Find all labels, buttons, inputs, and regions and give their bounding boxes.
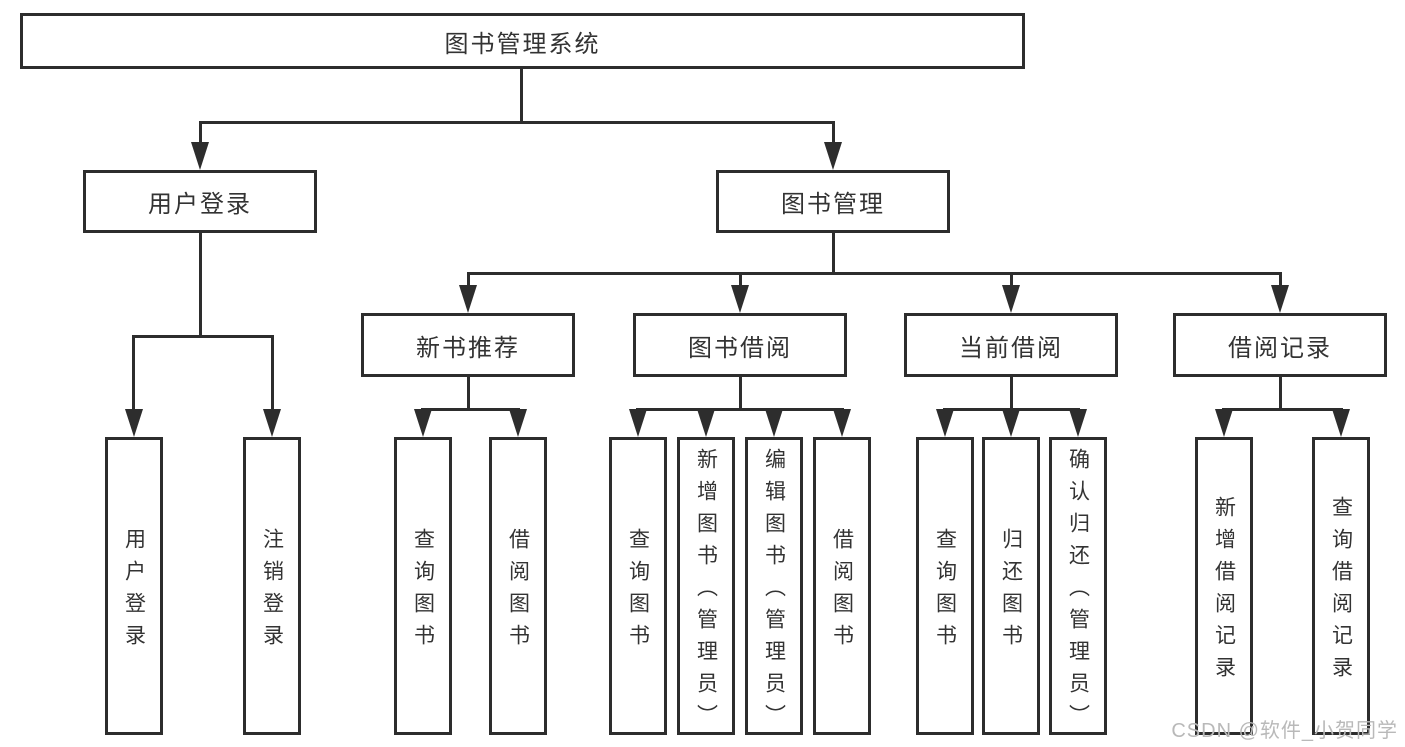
leaf-user-login: 用户登录 <box>105 437 163 735</box>
node-label: 图书管理系统 <box>444 30 601 58</box>
leaf-borrow-books-recommend: 借阅图书 <box>489 437 547 735</box>
arrowhead-down-icon <box>459 285 477 313</box>
node-label: 图书借阅 <box>688 334 792 362</box>
node-label: 借阅记录 <box>1228 334 1332 362</box>
leaf-label: 编辑图书（管理员） <box>762 447 786 736</box>
leaf-label: 注销登录 <box>260 527 284 656</box>
node-book-management: 图书管理 <box>716 170 950 233</box>
leaf-label: 归还图书 <box>999 527 1023 656</box>
leaf-add-book-admin: 新增图书（管理员） <box>677 437 735 736</box>
arrowhead-down-icon <box>697 409 715 437</box>
leaf-label: 借阅图书 <box>506 527 530 656</box>
connector-user-login-spread <box>132 335 274 338</box>
arrowhead-down-icon <box>1215 409 1233 437</box>
csdn-watermark: CSDN @软件_小贺同学 <box>1171 720 1398 742</box>
arrowhead-down-icon <box>263 409 281 437</box>
node-new-book-recommend: 新书推荐 <box>361 313 575 377</box>
connector-drop <box>1279 377 1282 410</box>
connector-to-book-borrow <box>739 272 742 287</box>
connector-drop <box>467 377 470 410</box>
arrowhead-down-icon <box>765 409 783 437</box>
leaf-label: 新增借阅记录 <box>1212 495 1236 688</box>
leaf-label: 确认归还（管理员） <box>1066 447 1090 736</box>
arrowhead-down-icon <box>824 142 842 170</box>
connector-drop <box>1010 377 1013 410</box>
arrowhead-down-icon <box>1332 409 1350 437</box>
leaf-query-books-borrow: 查询图书 <box>609 437 667 735</box>
leaf-query-books-recommend: 查询图书 <box>394 437 452 735</box>
leaf-edit-book-admin: 编辑图书（管理员） <box>745 437 803 736</box>
leaf-add-borrow-record: 新增借阅记录 <box>1195 437 1253 735</box>
connector-spread <box>421 408 520 411</box>
arrowhead-down-icon <box>936 409 954 437</box>
connector-spread <box>1222 408 1343 411</box>
connector-drop <box>739 377 742 410</box>
leaf-label: 查询图书 <box>411 527 435 656</box>
node-current-borrow: 当前借阅 <box>904 313 1118 377</box>
connector-book-management-drop <box>832 233 835 274</box>
connector-level3-spread <box>467 272 1281 275</box>
leaf-label: 查询图书 <box>626 527 650 656</box>
leaf-label: 查询借阅记录 <box>1329 495 1353 688</box>
leaf-confirm-return-admin: 确认归还（管理员） <box>1049 437 1107 736</box>
arrowhead-down-icon <box>731 285 749 313</box>
node-label: 当前借阅 <box>959 334 1063 362</box>
arrowhead-down-icon <box>414 409 432 437</box>
connector-root-spread <box>199 121 834 124</box>
arrowhead-down-icon <box>1002 409 1020 437</box>
arrowhead-down-icon <box>509 409 527 437</box>
connector-spread <box>636 408 844 411</box>
arrowhead-down-icon <box>125 409 143 437</box>
connector-user-login-drop <box>199 233 202 337</box>
connector-to-leaf <box>271 335 274 411</box>
connector-root-drop <box>520 69 523 123</box>
leaf-query-books-current: 查询图书 <box>916 437 974 735</box>
node-book-management-system: 图书管理系统 <box>20 13 1025 69</box>
node-book-borrow: 图书借阅 <box>633 313 847 377</box>
connector-to-new-book <box>467 272 470 287</box>
leaf-borrow-books: 借阅图书 <box>813 437 871 735</box>
node-borrow-records: 借阅记录 <box>1173 313 1387 377</box>
leaf-return-book: 归还图书 <box>982 437 1040 735</box>
leaf-label: 借阅图书 <box>830 527 854 656</box>
node-label: 用户登录 <box>148 191 252 218</box>
arrowhead-down-icon <box>833 409 851 437</box>
leaf-logout: 注销登录 <box>243 437 301 735</box>
arrowhead-down-icon <box>1002 285 1020 313</box>
leaf-query-borrow-record: 查询借阅记录 <box>1312 437 1370 735</box>
connector-to-borrow-records <box>1279 272 1282 287</box>
arrowhead-down-icon <box>1069 409 1087 437</box>
leaf-label: 查询图书 <box>933 527 957 656</box>
leaf-label: 用户登录 <box>122 527 146 656</box>
node-label: 新书推荐 <box>416 334 520 362</box>
node-label: 图书管理 <box>781 191 885 218</box>
arrowhead-down-icon <box>629 409 647 437</box>
connector-to-current-borrow <box>1010 272 1013 287</box>
connector-to-book-management <box>832 121 835 145</box>
leaf-label: 新增图书（管理员） <box>694 447 718 736</box>
arrowhead-down-icon <box>191 142 209 170</box>
connector-to-user-login <box>199 121 202 145</box>
connector-to-leaf <box>132 335 135 411</box>
node-user-login: 用户登录 <box>83 170 317 233</box>
arrowhead-down-icon <box>1271 285 1289 313</box>
